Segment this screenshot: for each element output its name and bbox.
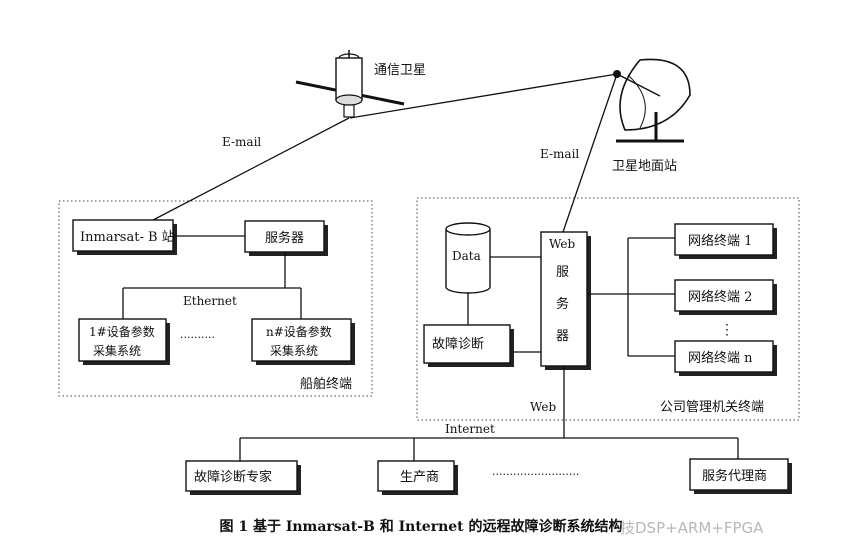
ethernet-label: Ethernet [183, 294, 237, 308]
email-left-label: E-mail [222, 135, 261, 149]
inmarsat-station-box: Inmarsat- B 站 [72, 219, 177, 255]
figure-caption: 图 1 基于 Inmarsat-B 和 Internet 的远程故障诊断系统结构 [219, 519, 623, 535]
svg-text:服务器: 服务器 [265, 230, 304, 246]
internet-ellipsis: ························· [492, 468, 579, 481]
watermark: 技DSP+ARM+FPGA [620, 519, 764, 537]
svg-text:Inmarsat- B 站: Inmarsat- B 站 [80, 230, 175, 245]
svg-text:器: 器 [556, 329, 569, 344]
satellite-icon [295, 50, 405, 118]
ship-terminal-region [58, 200, 373, 397]
web-link-label: Web [530, 400, 556, 414]
database-icon: Data [445, 222, 491, 294]
satellite-uplink [349, 73, 618, 119]
ship-server-box: 服务器 [244, 220, 328, 256]
station-web-link [562, 73, 618, 233]
company-terminal-title: 公司管理机关终端 [660, 399, 764, 415]
service-agent-box: 服务代理商 [689, 458, 792, 494]
svg-text:采集系统: 采集系统 [93, 343, 141, 358]
svg-text:生产商: 生产商 [400, 470, 439, 485]
svg-text:网络终端 1: 网络终端 1 [688, 233, 752, 249]
ship-satellite-link [129, 117, 350, 233]
network-terminal-n-box: 网络终端 n [674, 340, 777, 376]
satellite-label: 通信卫星 [374, 63, 426, 78]
device-n-box: n#设备参数 采集系统 [251, 318, 355, 365]
internet-label: Internet [445, 422, 495, 436]
fault-expert-box: 故障诊断专家 [185, 460, 301, 495]
svg-text:网络终端 2: 网络终端 2 [688, 289, 752, 305]
email-right-label: E-mail [540, 147, 579, 161]
producer-box: 生产商 [377, 460, 458, 495]
svg-text:Data: Data [452, 249, 481, 263]
terminal-ellipsis: ⋮ [720, 322, 734, 338]
svg-text:n#设备参数: n#设备参数 [266, 324, 332, 339]
device-1-box: 1#设备参数 采集系统 [78, 318, 170, 365]
svg-text:服: 服 [556, 265, 569, 280]
svg-text:Web: Web [549, 237, 575, 251]
device-ellipsis: ·········· [180, 331, 215, 344]
svg-text:网络终端 n: 网络终端 n [688, 350, 753, 366]
network-terminal-2-box: 网络终端 2 [674, 279, 777, 315]
ship-terminal-title: 船舶终端 [300, 376, 352, 392]
svg-text:采集系统: 采集系统 [270, 343, 318, 358]
fault-diagnosis-box: 故障诊断 [423, 324, 514, 367]
svg-text:服务代理商: 服务代理商 [702, 468, 767, 484]
svg-text:故障诊断: 故障诊断 [432, 337, 484, 352]
svg-text:务: 务 [556, 296, 569, 312]
company-terminal-region [416, 197, 800, 421]
ground-station-label: 卫星地面站 [612, 159, 677, 174]
web-server-box: Web 服 务 器 [540, 231, 591, 370]
svg-text:1#设备参数: 1#设备参数 [89, 324, 155, 339]
satellite-dish-icon [613, 58, 691, 143]
network-terminal-1-box: 网络终端 1 [674, 223, 777, 259]
svg-text:故障诊断专家: 故障诊断专家 [194, 469, 272, 485]
